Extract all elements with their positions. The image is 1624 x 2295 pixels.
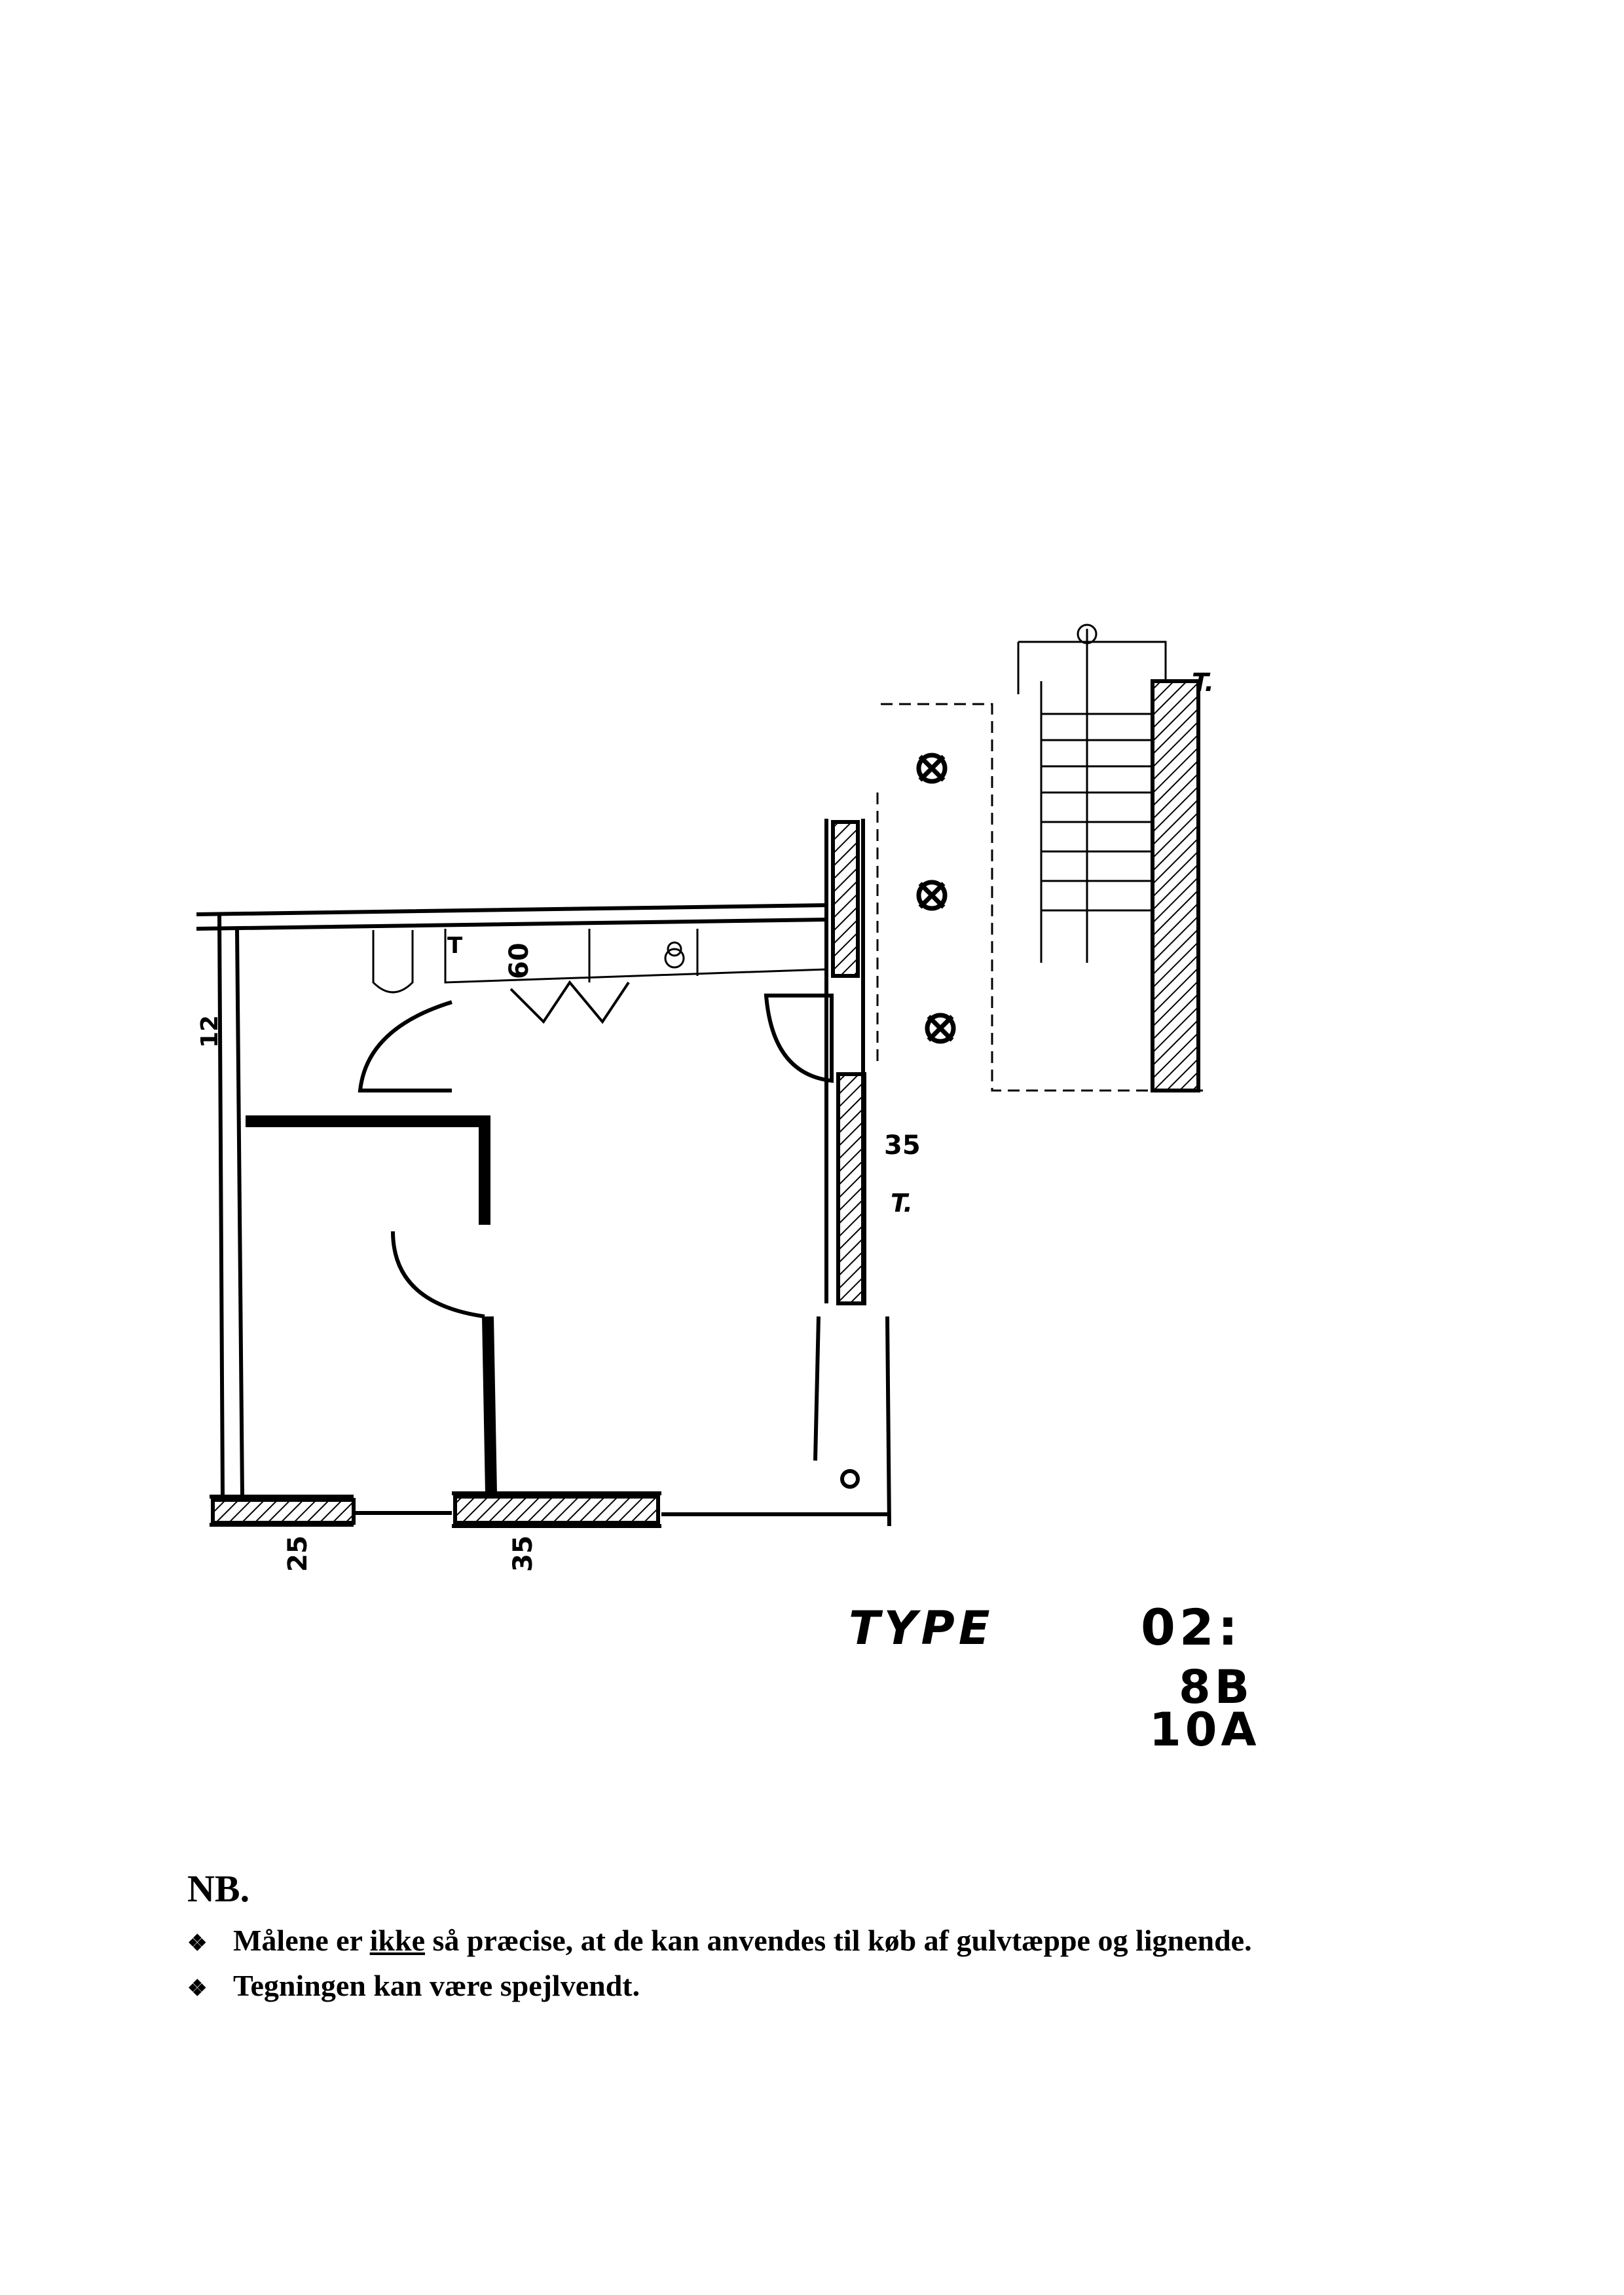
hob-ring	[667, 941, 682, 957]
stair-post	[1077, 624, 1098, 644]
dimension-35-bottom: 35	[508, 1535, 538, 1572]
kitchen-counter	[444, 929, 827, 984]
dimension-25: 25	[283, 1535, 313, 1572]
staircase	[1017, 629, 1167, 963]
terrace-mark: T.	[1192, 668, 1214, 697]
light-fixture-icon	[916, 753, 948, 784]
type-word: TYPE	[849, 1601, 994, 1655]
dimension-60: 60	[504, 942, 534, 979]
stair-wall	[1151, 679, 1200, 1092]
entry-door-arc	[764, 994, 834, 1083]
note-emphasis: ikke	[369, 1924, 425, 1957]
bottom-window-right	[453, 1495, 660, 1525]
outlet-icon	[840, 1469, 860, 1489]
right-wall-window-lower	[836, 1072, 866, 1305]
notes: NB. ❖ Målene er ikke så præcise, at de ka…	[187, 1867, 1252, 2010]
right-wall	[813, 819, 891, 1527]
notes-heading: NB.	[187, 1867, 250, 1910]
landing-dashed	[876, 703, 1205, 1092]
light-fixture-icon	[916, 880, 948, 911]
hob-ring	[664, 948, 685, 969]
bottom-window-left	[211, 1498, 356, 1525]
top-wall	[196, 903, 827, 931]
dimension-35-right: 35	[884, 1130, 921, 1161]
left-wall	[217, 914, 244, 1497]
type-code: 02:	[1141, 1598, 1242, 1656]
bullet-icon: ❖	[187, 1977, 208, 2001]
note-item: ❖ Målene er ikke så præcise, at de kan an…	[187, 1920, 1252, 1965]
light-fixture-icon	[925, 1013, 956, 1044]
door-arc-room	[391, 1231, 485, 1318]
right-wall-window-upper	[831, 820, 860, 978]
note-text: så præcise, at de kan anvendes til køb a…	[425, 1924, 1252, 1957]
terrace-mark: T.	[891, 1189, 913, 1218]
unit-10a: 10A	[1149, 1703, 1261, 1757]
note-text: Tegningen kan være spejlvendt.	[233, 1969, 640, 2002]
toilet	[372, 930, 414, 994]
door-arc-bath	[358, 1000, 452, 1092]
cabinet-doors	[509, 980, 630, 1024]
dimension-12: 12	[196, 1015, 223, 1048]
note-text: Målene er	[233, 1924, 370, 1957]
bullet-icon: ❖	[187, 1931, 208, 1956]
note-item: ❖ Tegningen kan være spejlvendt.	[187, 1965, 1252, 2010]
inner-wall	[246, 1115, 497, 1494]
unit-8b: 8B	[1179, 1660, 1254, 1714]
toilet-mark: T	[447, 933, 463, 959]
